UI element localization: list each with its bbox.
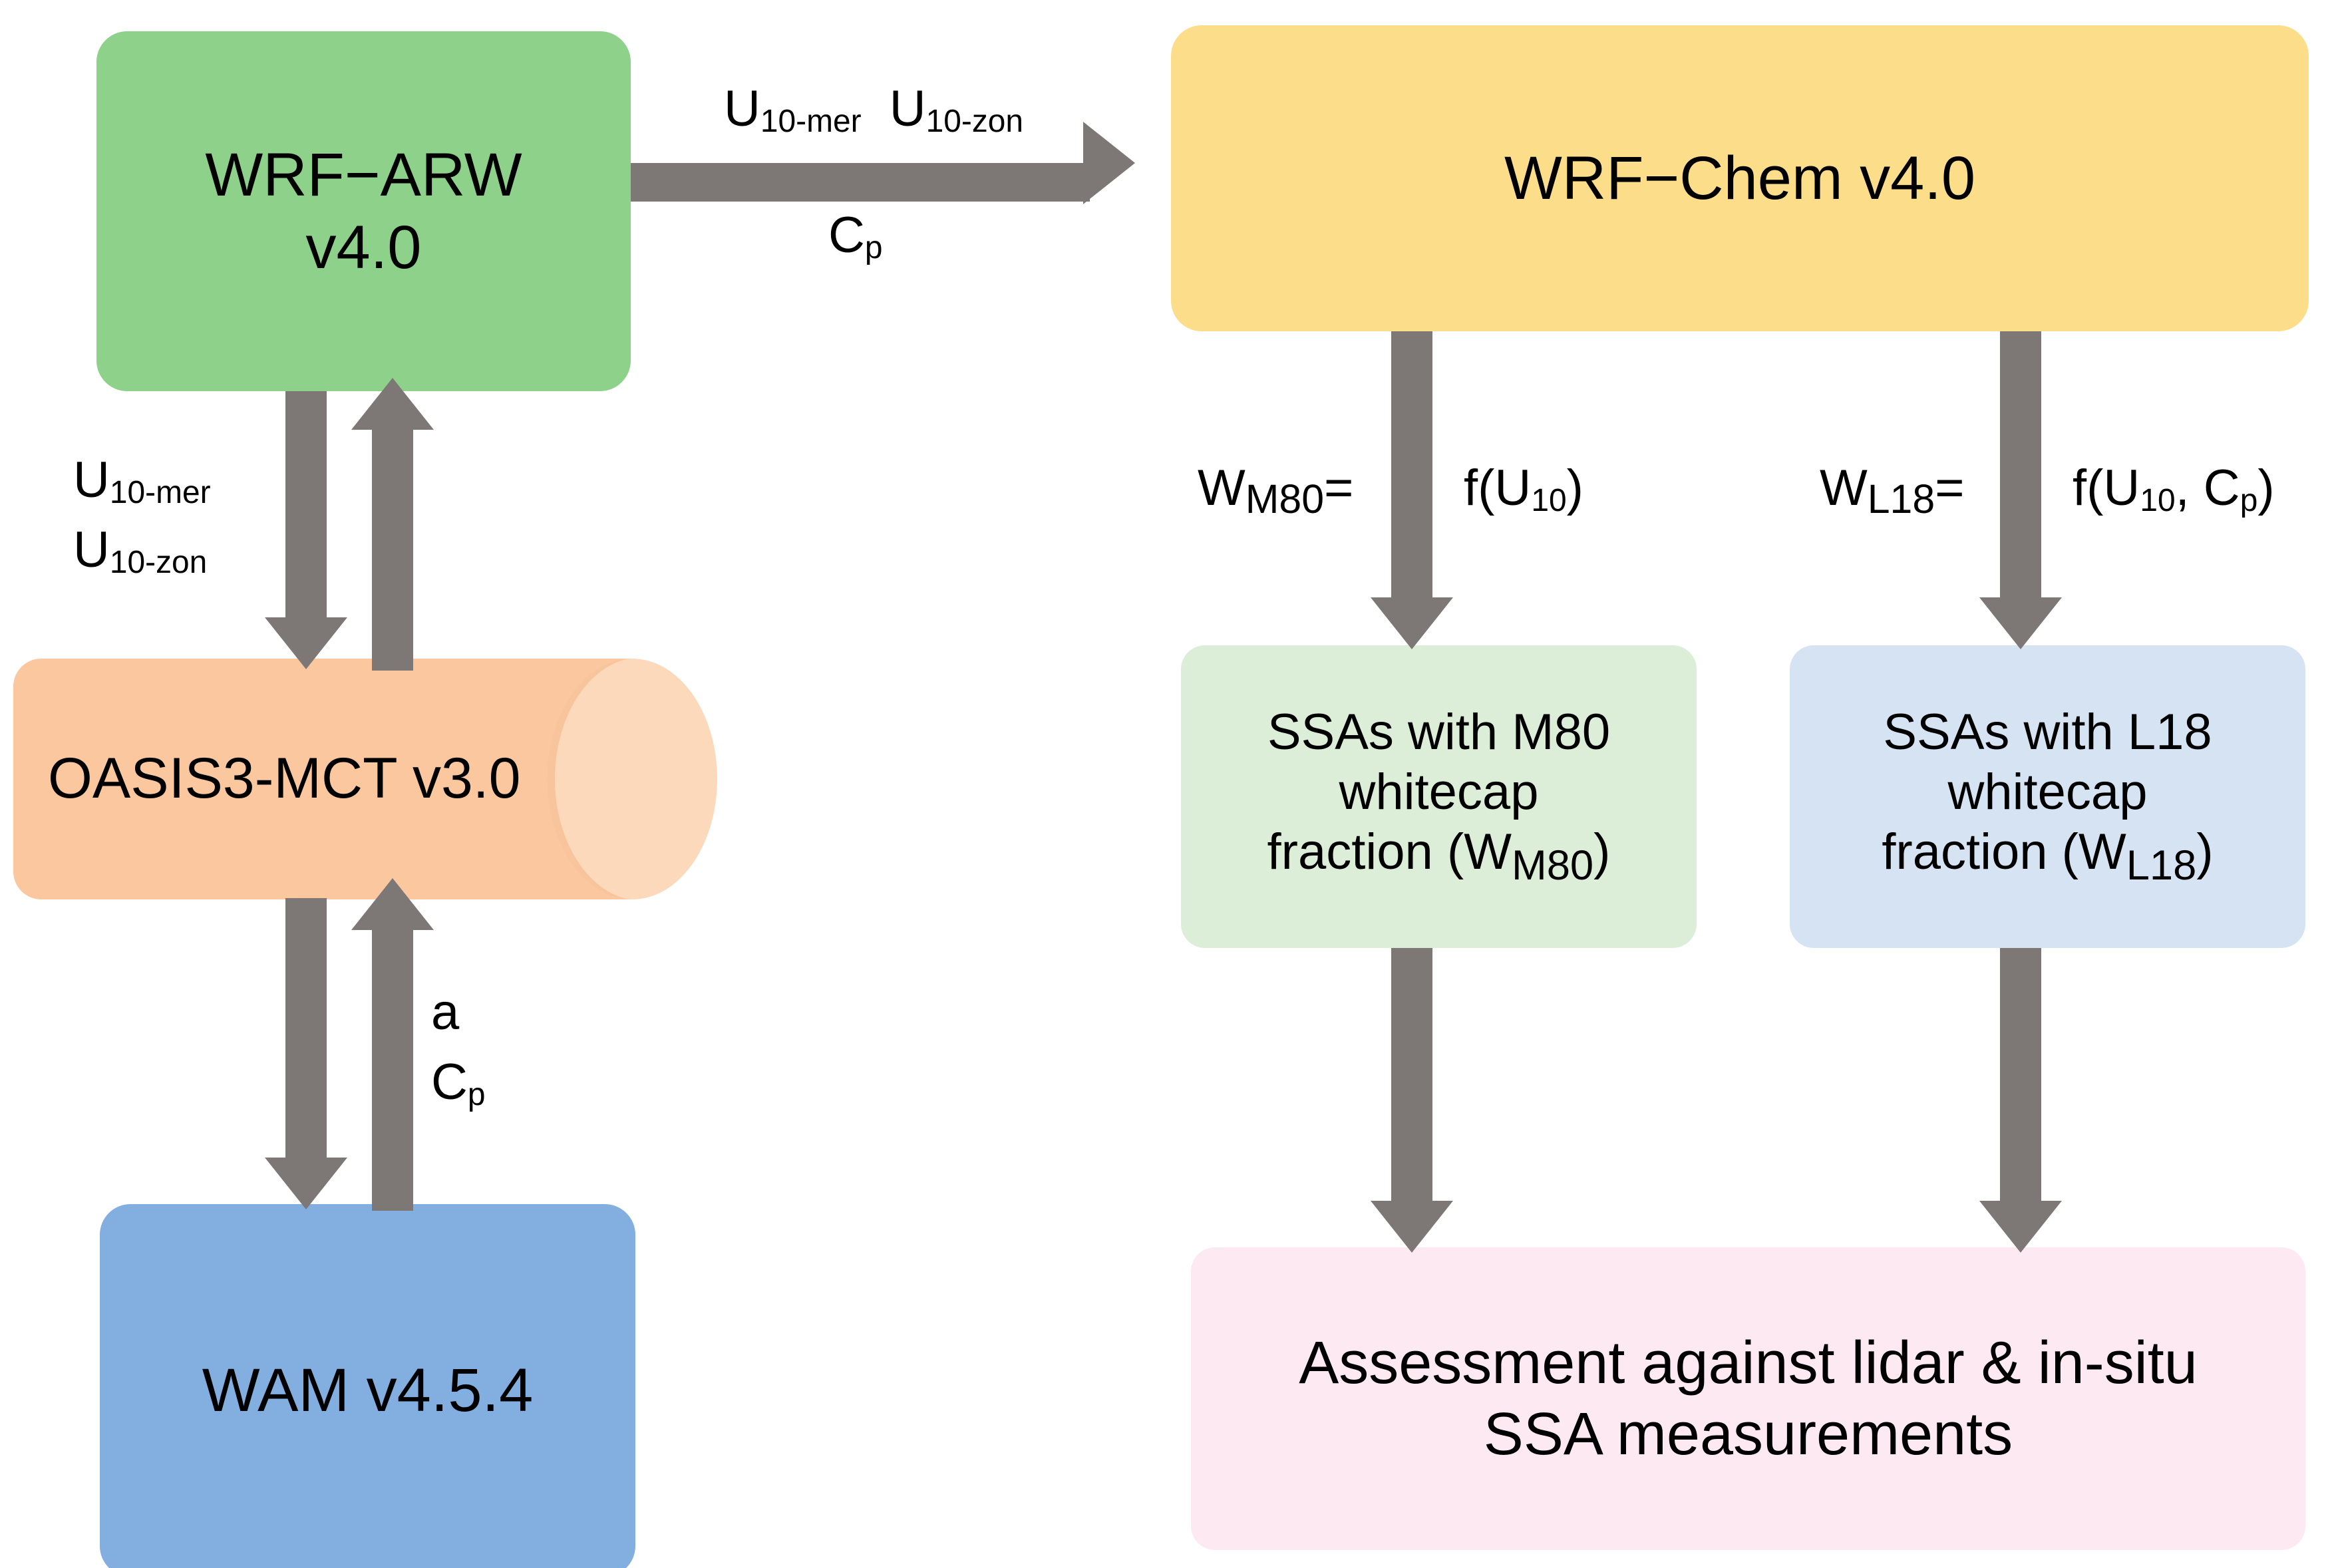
arrow-head — [265, 617, 347, 669]
edge-label-l18-left: WL18= — [1820, 460, 1965, 522]
edge-label-arw-oasis: U10-mer U10-zon — [73, 446, 211, 585]
arrow-shaft — [372, 427, 413, 671]
node-ssa-m80[interactable]: SSAs with M80 whitecap fraction (WM80) — [1181, 645, 1697, 948]
node-wam[interactable]: WAM v4.5.4 — [100, 1204, 635, 1568]
node-ssa-l18-line2: whitecap — [1947, 764, 2148, 821]
node-oasis3-mct[interactable]: OASIS3-MCT v3.0 — [13, 659, 725, 899]
arrow-shaft — [1391, 331, 1432, 600]
edge-label-arw-to-chem-below: Cp — [828, 207, 883, 266]
node-assessment[interactable]: Assessment against lidar & in-situ SSA m… — [1191, 1247, 2305, 1550]
arrow-shaft — [285, 391, 327, 621]
edge-label-arw-oasis-line2: U10-zon — [73, 521, 208, 580]
node-ssa-m80-line1: SSAs with M80 — [1267, 704, 1611, 761]
node-wrf-arw-line2: v4.0 — [305, 213, 422, 281]
edge-label-oasis-wam-line2: Cp — [431, 1053, 486, 1112]
arrow-shaft — [2000, 948, 2041, 1203]
edge-label-m80-right: f(U10) — [1464, 460, 1583, 519]
arrow-wrf-arw-to-oasis — [265, 391, 347, 671]
cylinder-cap — [547, 659, 717, 899]
arrow-shaft — [2000, 331, 2041, 600]
arrow-head — [351, 878, 434, 930]
node-assessment-line2: SSA measurements — [1483, 1400, 2013, 1468]
node-ssa-m80-line3: fraction (WM80) — [1267, 823, 1611, 889]
node-ssa-l18-line1: SSAs with L18 — [1883, 704, 2212, 761]
arrow-oasis-to-wrf-arw — [351, 378, 434, 671]
node-assessment-line1: Assessment against lidar & in-situ — [1299, 1330, 2198, 1397]
arrow-shaft — [285, 898, 327, 1161]
arrow-head — [1979, 1201, 2062, 1253]
arrow-head — [1083, 122, 1135, 204]
node-wrf-arw-line1: WRF−ARW — [205, 140, 522, 209]
arrow-oasis-to-wam — [265, 898, 347, 1211]
edge-label-m80-left: WM80= — [1198, 460, 1354, 522]
edge-label-l18-right: f(U10, Cp) — [2073, 460, 2275, 519]
cylinder-body — [13, 659, 632, 899]
edge-label-oasis-wam-line1: a — [431, 984, 460, 1040]
node-ssa-l18[interactable]: SSAs with L18 whitecap fraction (WL18) — [1790, 645, 2305, 948]
arrow-head — [351, 378, 434, 430]
arrow-wam-to-oasis — [351, 878, 434, 1211]
node-wrf-chem-label: WRF−Chem v4.0 — [1504, 144, 1976, 212]
node-wrf-arw[interactable]: WRF−ARW v4.0 — [96, 31, 631, 391]
edge-label-oasis-wam: a Cp — [431, 978, 486, 1118]
arrow-ssa-l18-to-assessment — [1979, 948, 2062, 1254]
arrow-head — [1371, 597, 1453, 649]
arrow-shaft — [631, 163, 1090, 202]
node-wrf-chem[interactable]: WRF−Chem v4.0 — [1171, 25, 2309, 331]
node-wam-label: WAM v4.5.4 — [202, 1356, 534, 1424]
node-oasis3-mct-label: OASIS3-MCT v3.0 — [48, 746, 521, 811]
edge-label-arw-to-chem-above: U10-mer U10-zon — [724, 80, 1024, 140]
arrow-wrf-chem-to-ssa-l18 — [1979, 331, 2062, 651]
arrow-ssa-m80-to-assessment — [1371, 948, 1453, 1254]
arrow-wrf-chem-to-ssa-m80 — [1371, 331, 1453, 651]
node-ssa-m80-line2: whitecap — [1339, 764, 1539, 821]
arrow-wrf-arw-to-wrf-chem — [631, 122, 1136, 204]
arrow-head — [1979, 597, 2062, 649]
edge-label-arw-oasis-line1: U10-mer — [73, 452, 211, 511]
arrow-head — [265, 1158, 347, 1209]
arrow-head — [1371, 1201, 1453, 1253]
arrow-shaft — [1391, 948, 1432, 1203]
arrow-shaft — [372, 927, 413, 1211]
node-ssa-l18-line3: fraction (WL18) — [1882, 823, 2214, 889]
